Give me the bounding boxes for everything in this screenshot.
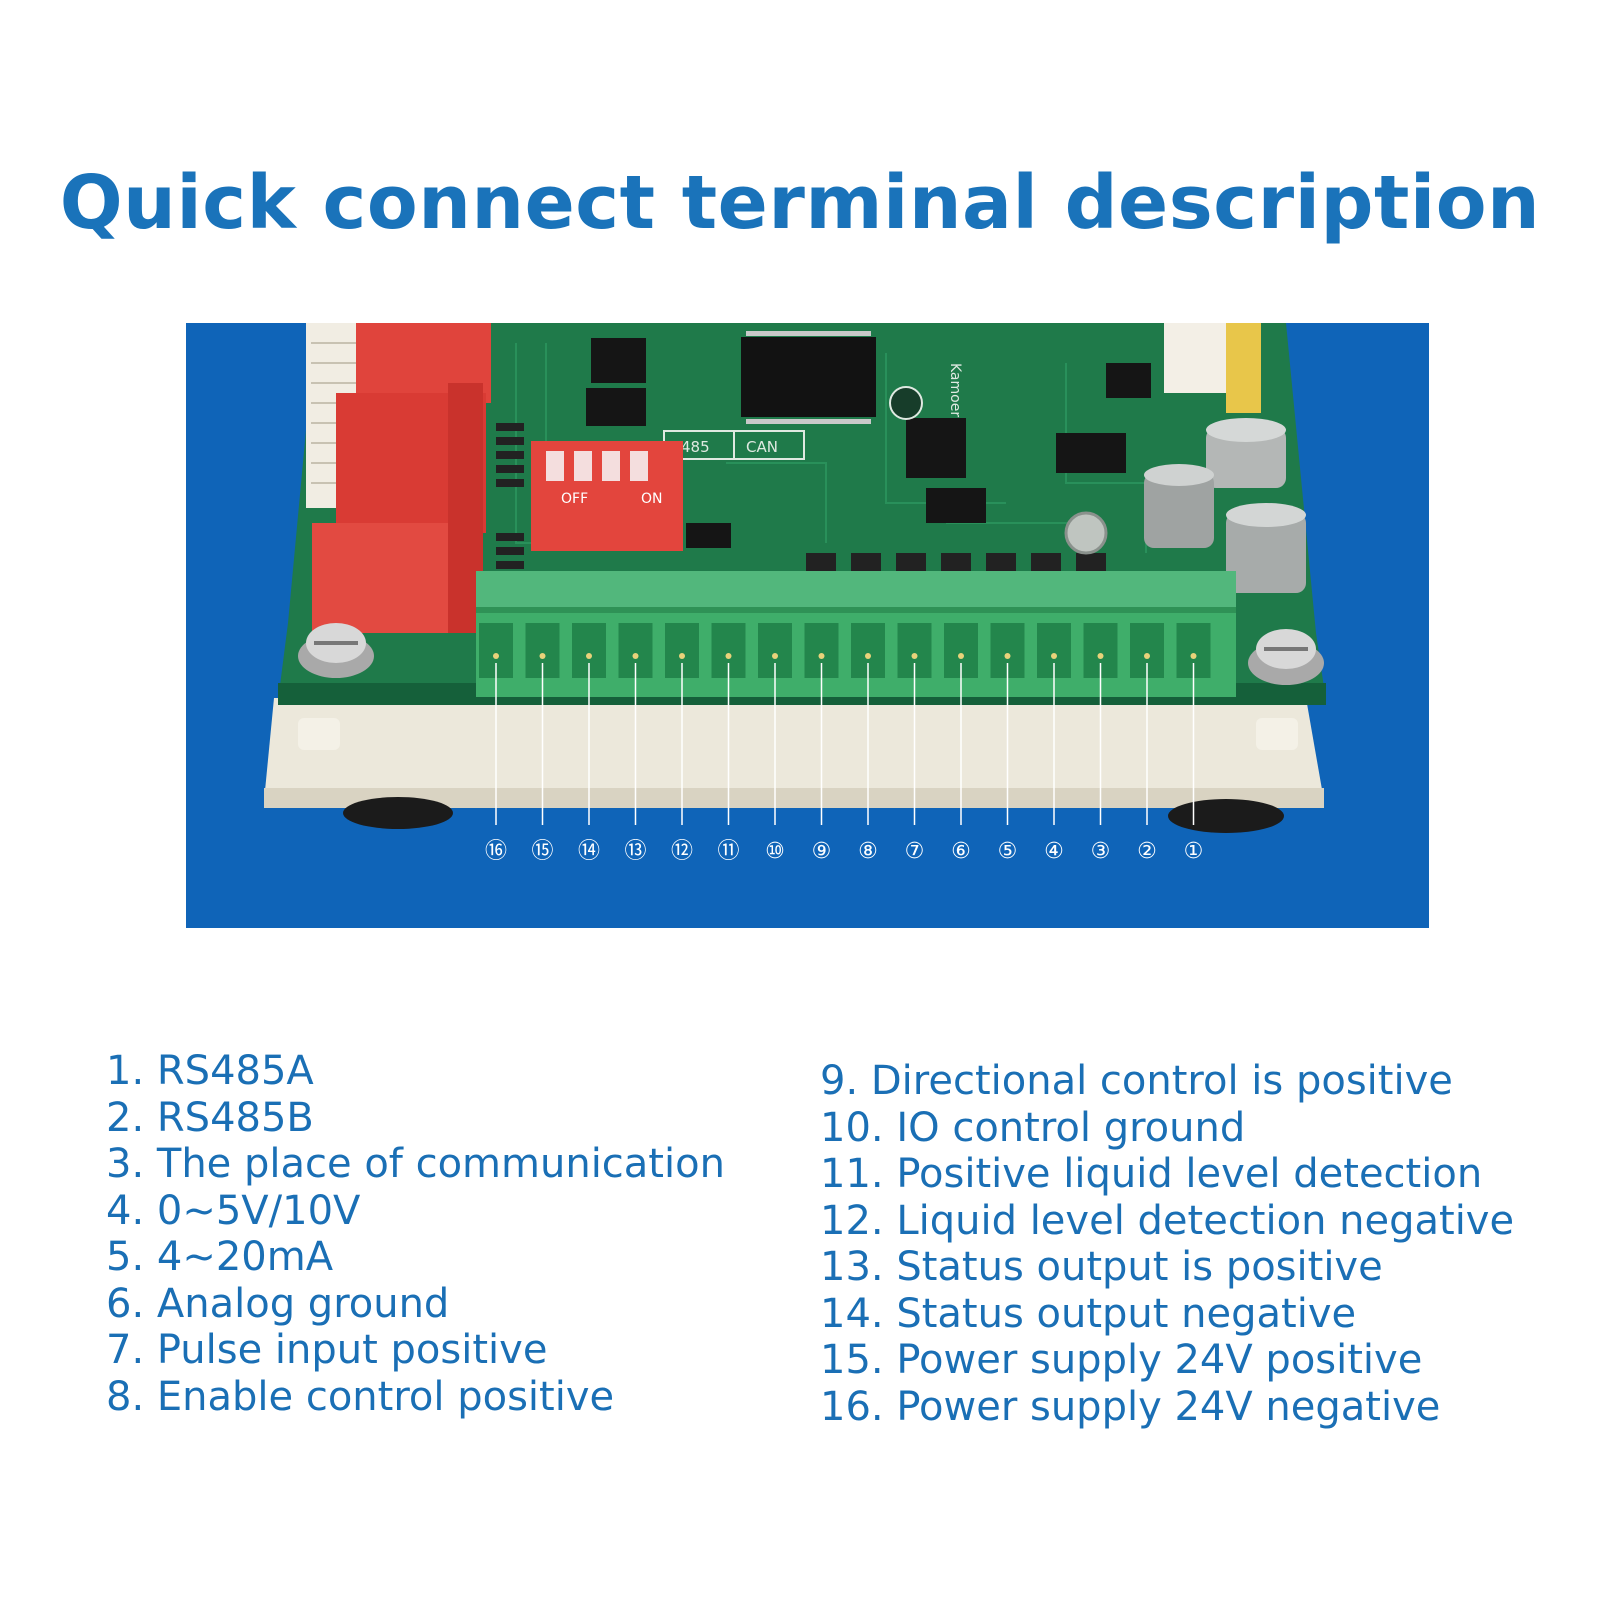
- pin-number-label: ⑤: [998, 839, 1018, 864]
- red-connector: [306, 323, 491, 633]
- terminal-item-2: 2. RS485B: [106, 1094, 314, 1141]
- terminal-item-3: 3. The place of communication: [106, 1141, 725, 1187]
- terminal-pin: [1097, 653, 1104, 659]
- pin-number-label: ②: [1137, 839, 1157, 864]
- pin-number-label: ⑨: [812, 839, 832, 864]
- terminal-list-left: 1. RS485A 2. RS485B 3. The place of comm…: [106, 1048, 725, 1420]
- rubber-foot: [343, 797, 453, 829]
- standoff: [1256, 718, 1298, 750]
- pin-number-label: ①: [1184, 839, 1204, 864]
- terminal-pin: [865, 653, 871, 659]
- terminal-pin: [539, 653, 546, 659]
- board-photo: 485 CAN Kamoer: [186, 323, 1429, 928]
- terminal-item-4: 4. 0~5V/10V: [106, 1187, 361, 1234]
- mounting-screw: [298, 623, 374, 678]
- dip-on-label: ON: [641, 491, 663, 507]
- terminal-pin: [493, 653, 499, 659]
- mounting-screw: [1248, 629, 1324, 685]
- terminal-pin: [958, 653, 964, 659]
- pin-number-label: ⑫: [671, 839, 693, 864]
- pin-number-label: ⑯: [485, 839, 507, 864]
- dip-off-label: OFF: [561, 491, 588, 507]
- terminal-list-right: 9. Directional control is positive 10. I…: [820, 1058, 1514, 1430]
- terminal-pin: [818, 653, 825, 659]
- pin-leader-lines: [495, 663, 1195, 825]
- terminal-item-5: 5. 4~20mA: [106, 1234, 334, 1280]
- ic-chip: [906, 418, 966, 478]
- mounting-hole: [1064, 511, 1108, 555]
- terminal-item-12: 12. Liquid level detection negative: [820, 1197, 1515, 1244]
- rubber-foot: [1168, 799, 1284, 833]
- terminal-item-15: 15. Power supply 24V positive: [820, 1337, 1423, 1383]
- dip-switch: ON OFF: [531, 441, 683, 551]
- terminal-item-8: 8. Enable control positive: [106, 1373, 615, 1420]
- ic-chip: [586, 388, 646, 426]
- main-chip: [741, 337, 876, 417]
- ic-chip: [1106, 363, 1151, 398]
- pin-number-label: ④: [1044, 839, 1064, 864]
- terminal-item-7: 7. Pulse input positive: [106, 1327, 548, 1373]
- ic-chip: [686, 523, 731, 548]
- terminal-pin: [1190, 653, 1197, 659]
- terminal-item-14: 14. Status output negative: [820, 1290, 1357, 1337]
- terminal-pin: [679, 653, 685, 659]
- standoff: [298, 718, 340, 750]
- terminal-pin: [911, 653, 918, 659]
- pin-number-label: ⑩: [765, 839, 785, 864]
- silkscreen-label: CAN: [746, 438, 778, 456]
- terminal-item-11: 11. Positive liquid level detection: [820, 1151, 1483, 1197]
- terminal-pin: [1051, 653, 1057, 659]
- terminal-pin: [1144, 653, 1150, 659]
- terminal-pin: [1004, 653, 1011, 659]
- terminal-item-13: 13. Status output is positive: [820, 1244, 1383, 1290]
- terminal-pin: [772, 653, 778, 659]
- capacitors: [1144, 323, 1306, 593]
- base-plate: [264, 698, 1324, 833]
- pin-number-label: ③: [1091, 839, 1111, 864]
- terminal-pin: [632, 653, 639, 659]
- page-title: Quick connect terminal description: [59, 160, 1541, 246]
- terminal-pin: [725, 653, 732, 659]
- pin-number-label: ⑦: [905, 839, 925, 864]
- terminal-item-9: 9. Directional control is positive: [820, 1058, 1453, 1104]
- terminal-item-1: 1. RS485A: [106, 1048, 314, 1094]
- ic-chip: [591, 338, 646, 383]
- terminal-item-16: 16. Power supply 24V negative: [820, 1383, 1441, 1430]
- ic-chip: [926, 488, 986, 523]
- pin-number-label: ⑧: [858, 839, 878, 864]
- pin-number-label: ⑬: [624, 839, 646, 864]
- ic-chip: [1056, 433, 1126, 473]
- pin-number-label: ⑭: [578, 839, 600, 864]
- terminal-item-6: 6. Analog ground: [106, 1280, 450, 1327]
- terminal-pin: [586, 653, 592, 659]
- pin-number-label: ⑮: [531, 839, 553, 864]
- pin-number-label: ⑥: [951, 839, 971, 864]
- terminal-item-10: 10. IO control ground: [820, 1104, 1246, 1151]
- silkscreen-label: 485: [681, 438, 710, 456]
- board-marking: Kamoer: [947, 363, 963, 417]
- pin-number-label: ⑪: [717, 839, 739, 864]
